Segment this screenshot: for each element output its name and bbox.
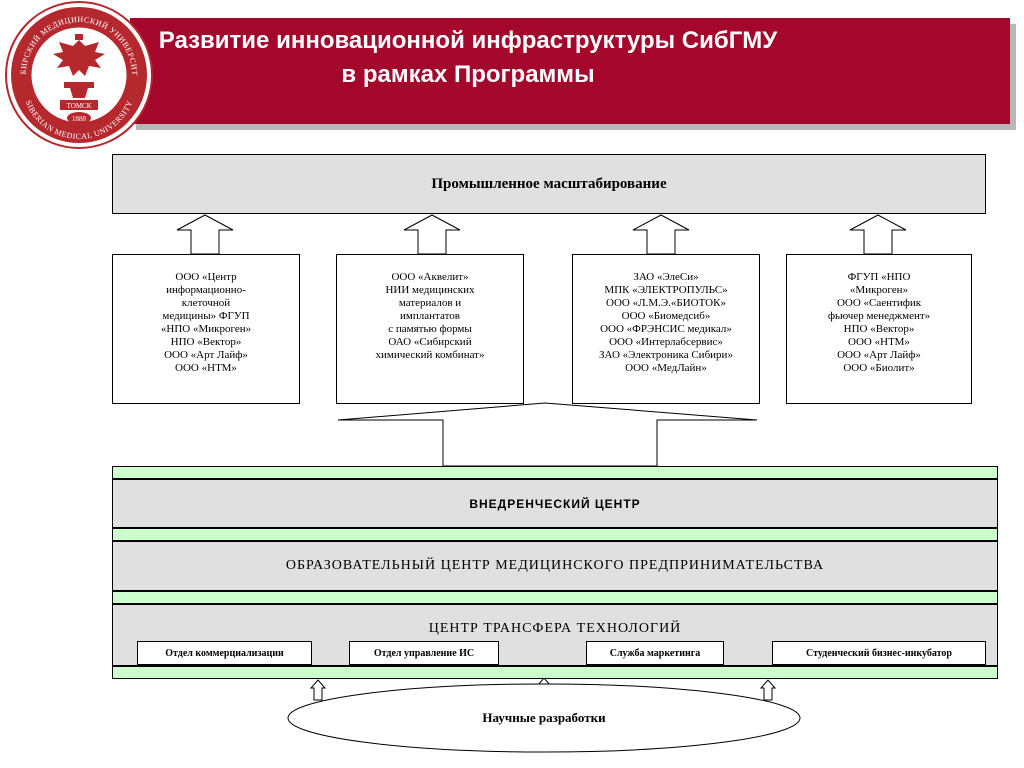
green-divider <box>112 466 998 479</box>
arrow-up-box2 <box>403 214 461 255</box>
org-box-3-line: ООО «Биомедсиб» <box>621 310 711 322</box>
org-box-3-line: ООО «Л.М.Э.«БИОТОК» <box>606 297 726 309</box>
research-ellipse <box>287 683 801 753</box>
green-divider <box>112 666 998 679</box>
org-box-1-line: «НПО «Микроген» <box>160 323 252 335</box>
org-box-4-line: ООО «Биолит» <box>843 362 915 374</box>
org-box-3-line: ЗАО «ЭлеСи» <box>633 271 699 283</box>
dept-commercialization: Отдел коммерциализации <box>137 641 312 665</box>
org-box-1-line: клеточной <box>181 297 231 309</box>
org-box-3-line: ООО «Интерлабсервис» <box>609 336 723 348</box>
education-center-block: ОБРАЗОВАТЕЛЬНЫЙ ЦЕНТР МЕДИЦИНСКОГО ПРЕДП… <box>112 541 998 591</box>
org-box-4-line: фьючер менеджмент» <box>827 310 931 322</box>
org-box-4-line: НПО «Вектор» <box>843 323 915 335</box>
seal-year: 1888 <box>72 115 87 123</box>
dept-ip-management: Отдел управление ИС <box>349 641 499 665</box>
arrow-up-right <box>759 679 777 701</box>
arrow-up-box3 <box>632 214 690 255</box>
arrow-distribution <box>337 402 758 467</box>
title-banner <box>130 18 1010 124</box>
dept-student-incubator: Студенческий бизнес-инкубатор <box>772 641 986 665</box>
org-box-4-line: ООО «Саентифик <box>836 297 922 309</box>
arrow-up-box1 <box>176 214 234 255</box>
org-box-2-line: ООО «Аквелит» <box>391 271 469 283</box>
green-divider <box>112 591 998 604</box>
org-box-4: ФГУП «НПО «Микроген» ООО «Саентифик фьюч… <box>786 254 972 404</box>
research-label: Научные разработки <box>482 710 606 725</box>
org-box-1-line: ООО «Центр <box>175 271 237 283</box>
page-title: Развитие инновационной инфраструктуры Си… <box>130 24 806 92</box>
org-box-3-line: ООО «ФРЭНСИС медикал» <box>600 323 732 335</box>
org-box-4-line: «Микроген» <box>849 284 909 296</box>
org-box-1-line: ООО «Арт Лайф» <box>164 349 248 361</box>
org-box-2-line: имплантатов <box>400 310 460 322</box>
org-box-1-line: ООО «НТМ» <box>175 362 237 374</box>
org-box-4-line: ФГУП «НПО <box>847 271 911 283</box>
org-box-2-line: с памятью формы <box>388 323 472 335</box>
org-box-1-line: медицины» ФГУП <box>162 310 250 322</box>
university-seal-logo: СИБИРСКИЙ МЕДИЦИНСКИЙ УНИВЕРСИТЕТ SIBERI… <box>4 0 153 149</box>
org-box-2: ООО «Аквелит» НИИ медицинских материалов… <box>336 254 524 404</box>
org-box-1-line: НПО «Вектор» <box>170 336 242 348</box>
org-box-4-line: ООО «Арт Лайф» <box>837 349 921 361</box>
eagle-emblem-icon <box>53 34 105 98</box>
org-box-3-line: ЗАО «Электроника Сибири» <box>599 349 733 361</box>
org-box-1-line: информационно- <box>166 284 246 296</box>
seal-city: ТОМСК <box>67 102 92 110</box>
org-box-2-line: материалов и <box>398 297 462 309</box>
org-box-1: ООО «Центр информационно- клеточной меди… <box>112 254 300 404</box>
dept-marketing: Служба маркетинга <box>586 641 724 665</box>
org-box-2-line: химический комбинат» <box>375 349 485 361</box>
industrial-scaling-block: Промышленное масштабирование <box>112 154 986 214</box>
green-divider <box>112 528 998 541</box>
implementation-center-block: ВНЕДРЕНЧЕСКИЙ ЦЕНТР <box>112 479 998 528</box>
org-box-2-line: НИИ медицинских <box>385 284 475 296</box>
title-line-2: в рамках Программы <box>341 61 595 88</box>
org-box-3: ЗАО «ЭлеСи» МПК «ЭЛЕКТРОПУЛЬС» ООО «Л.М.… <box>572 254 760 404</box>
org-box-4-line: ООО «НТМ» <box>848 336 910 348</box>
arrow-up-left <box>309 679 327 701</box>
title-line-1: Развитие инновационной инфраструктуры Си… <box>158 27 778 54</box>
arrow-up-box4 <box>849 214 907 255</box>
org-box-3-line: ООО «МедЛайн» <box>625 362 707 374</box>
org-box-2-line: ОАО «Сибирский <box>388 336 472 348</box>
org-box-3-line: МПК «ЭЛЕКТРОПУЛЬС» <box>604 284 728 296</box>
